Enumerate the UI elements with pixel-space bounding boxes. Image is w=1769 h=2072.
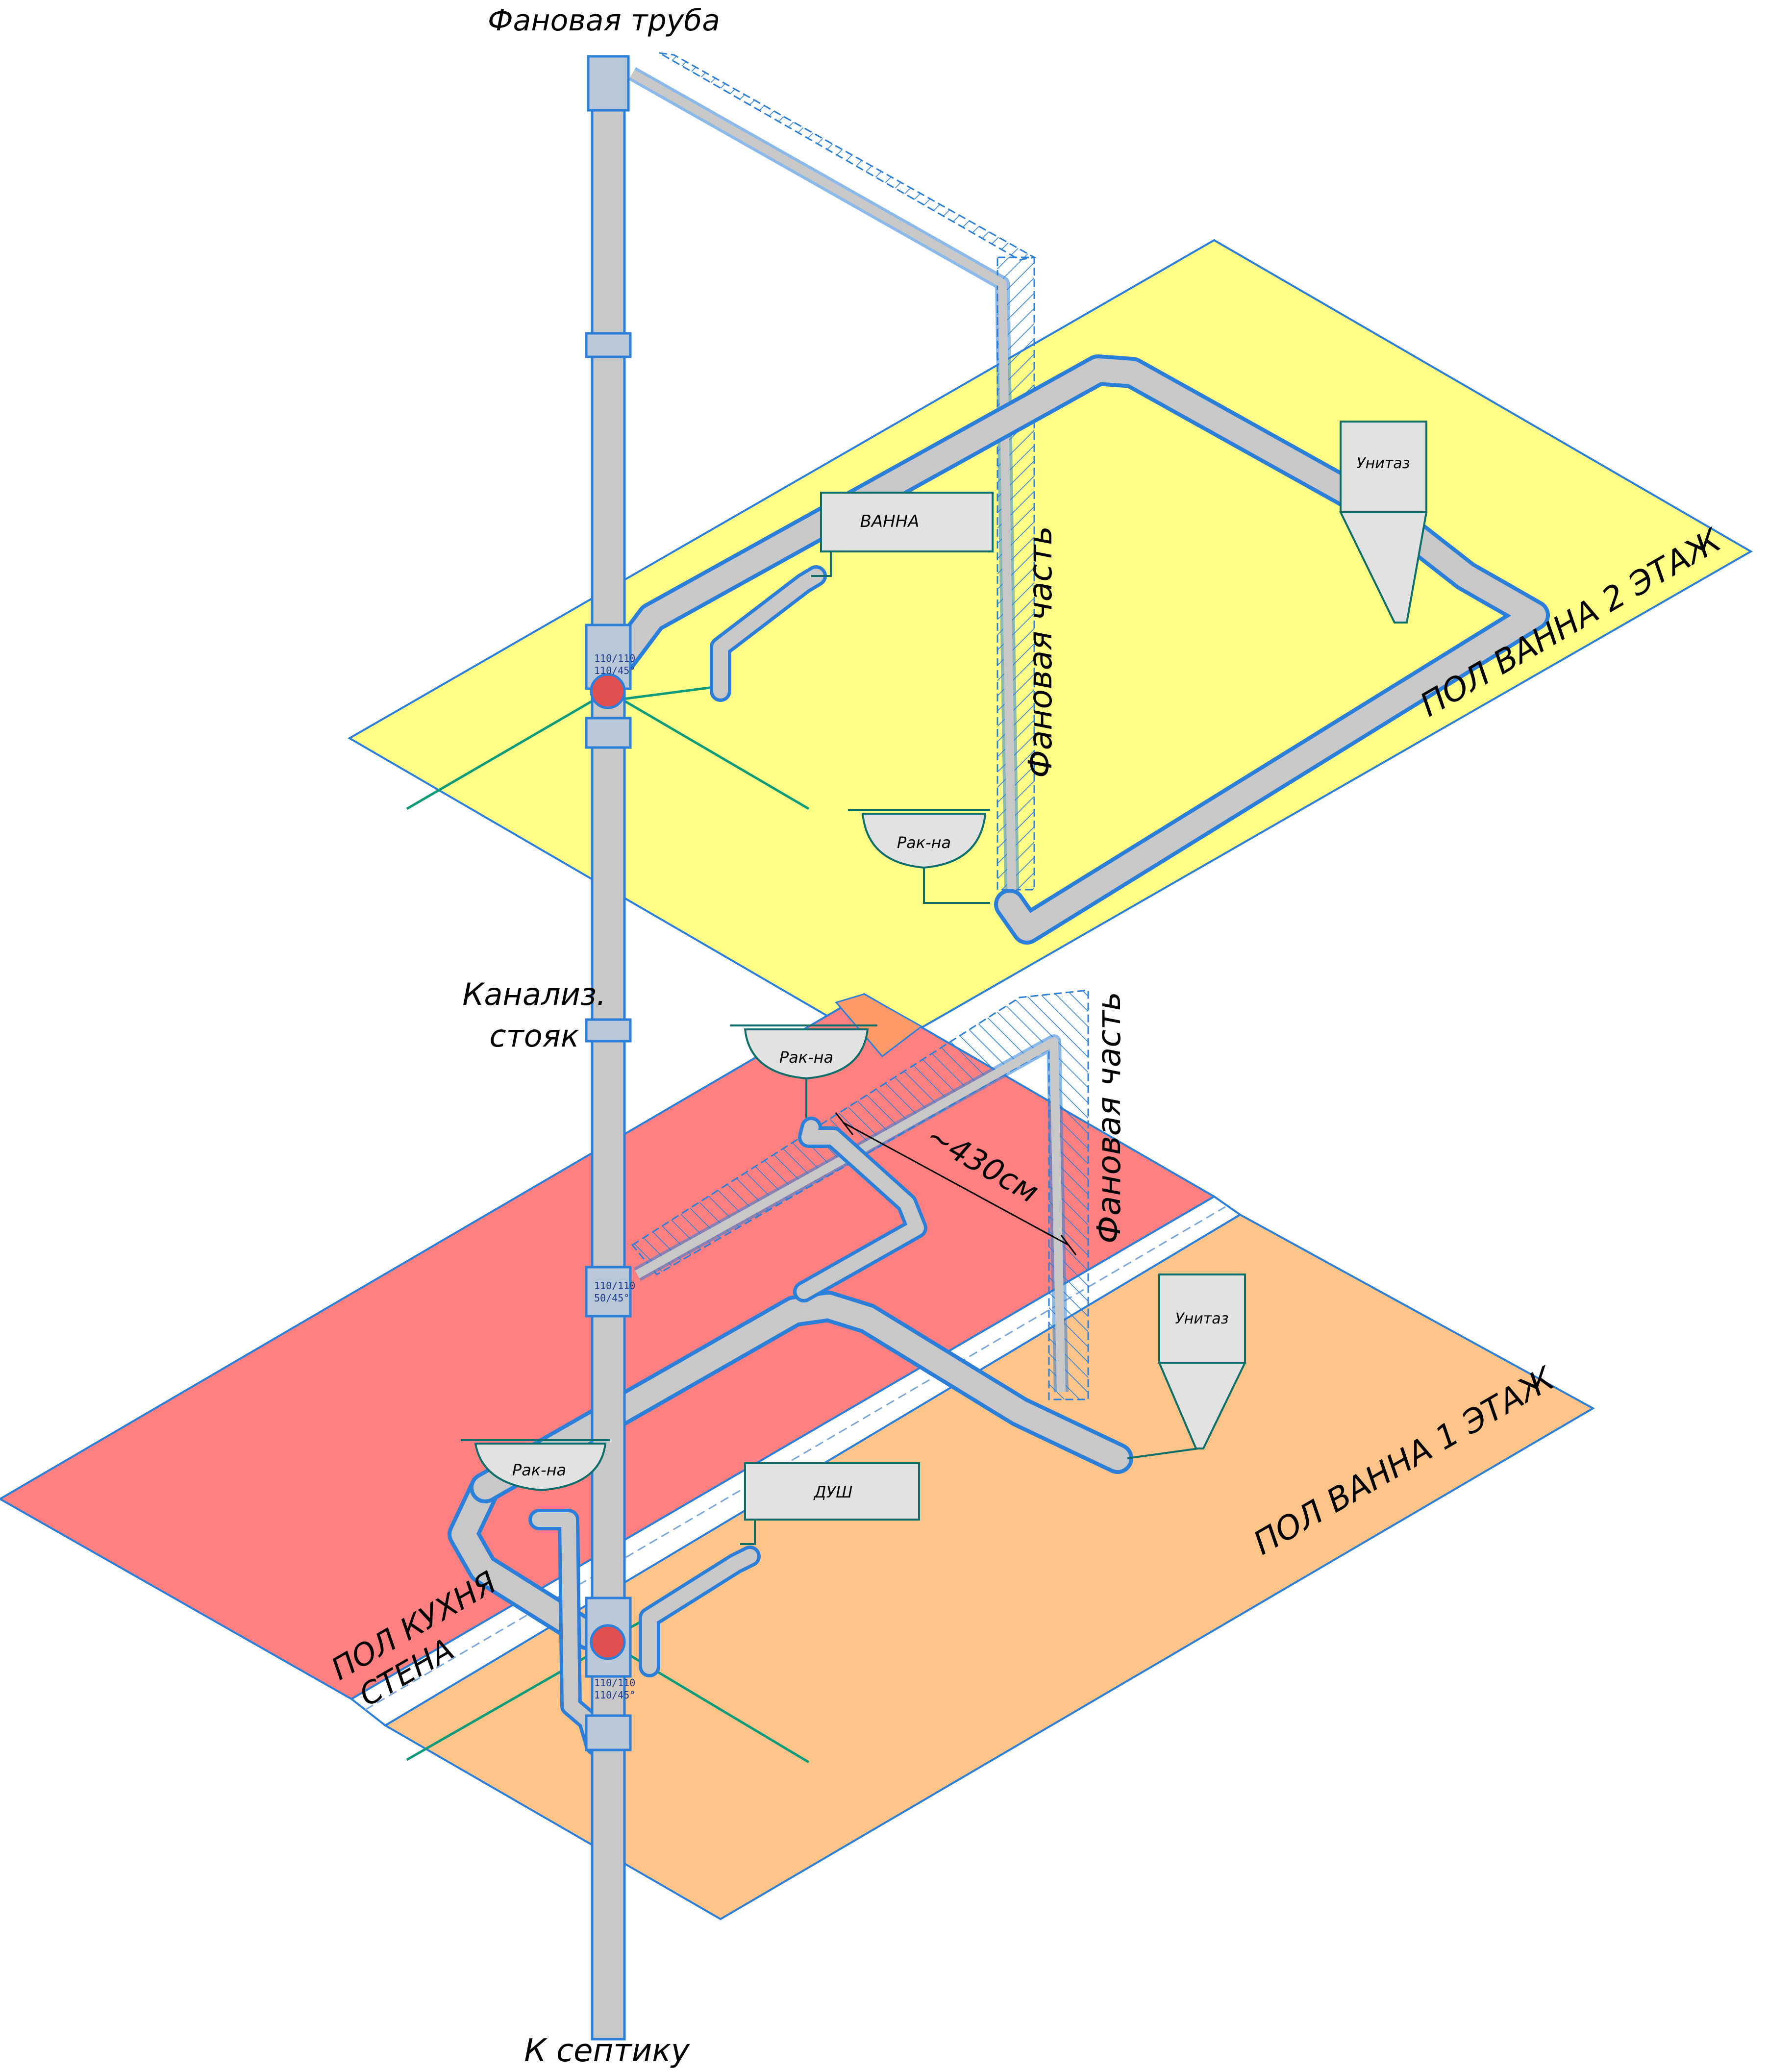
riser-label-line2: стояк (490, 1018, 579, 1054)
fitting-mark-upper-1: 110/110 (594, 652, 635, 664)
toilet-lower-label: Унитаз (1175, 1310, 1228, 1327)
shower-label: ДУШ (813, 1483, 853, 1501)
sink-kitchen: Рак-на (461, 1439, 610, 1492)
vent-pipe-label: Фановая труба (488, 3, 720, 38)
sink-upper: Рак-на (848, 809, 990, 904)
main-riser (585, 55, 632, 2041)
sink-lower-top: Рак-на (730, 1024, 877, 1118)
fitting-mark-lower2-2: 110/45° (594, 1689, 635, 1701)
sink-upper-label: Рак-на (897, 833, 951, 852)
vent-part-upper-label: Фановая часть (1022, 526, 1059, 778)
bathtub-label: ВАННА (860, 512, 920, 531)
toilet-lower: Унитаз (1127, 1273, 1247, 1459)
distance-dimension (835, 1112, 1077, 1255)
sink-kitchen-label: Рак-на (512, 1461, 566, 1479)
shower: ДУШ (740, 1462, 920, 1545)
toilet-upper-label: Унитаз (1356, 455, 1410, 472)
riser-label-line1: Канализ. (462, 976, 606, 1012)
tee-valve-lower (590, 1624, 626, 1660)
fitting-mark-upper-2: 110/45° (594, 665, 635, 676)
vent-part-lower-label: Фановая часть (1090, 992, 1128, 1244)
septic-label: К септику (524, 2033, 690, 2069)
bathtub: ВАННА (811, 492, 994, 577)
fitting-mark-lower2-1: 110/110 (594, 1677, 635, 1689)
sink-lower-top-label: Рак-на (779, 1048, 833, 1067)
fitting-mark-lower-1: 110/110 (594, 1280, 635, 1292)
vent-pipe-lower (631, 989, 1089, 1400)
fitting-mark-lower-2: 50/45° (594, 1292, 629, 1304)
toilet-upper: Унитаз (1339, 421, 1428, 624)
tee-valve-upper (590, 673, 626, 709)
